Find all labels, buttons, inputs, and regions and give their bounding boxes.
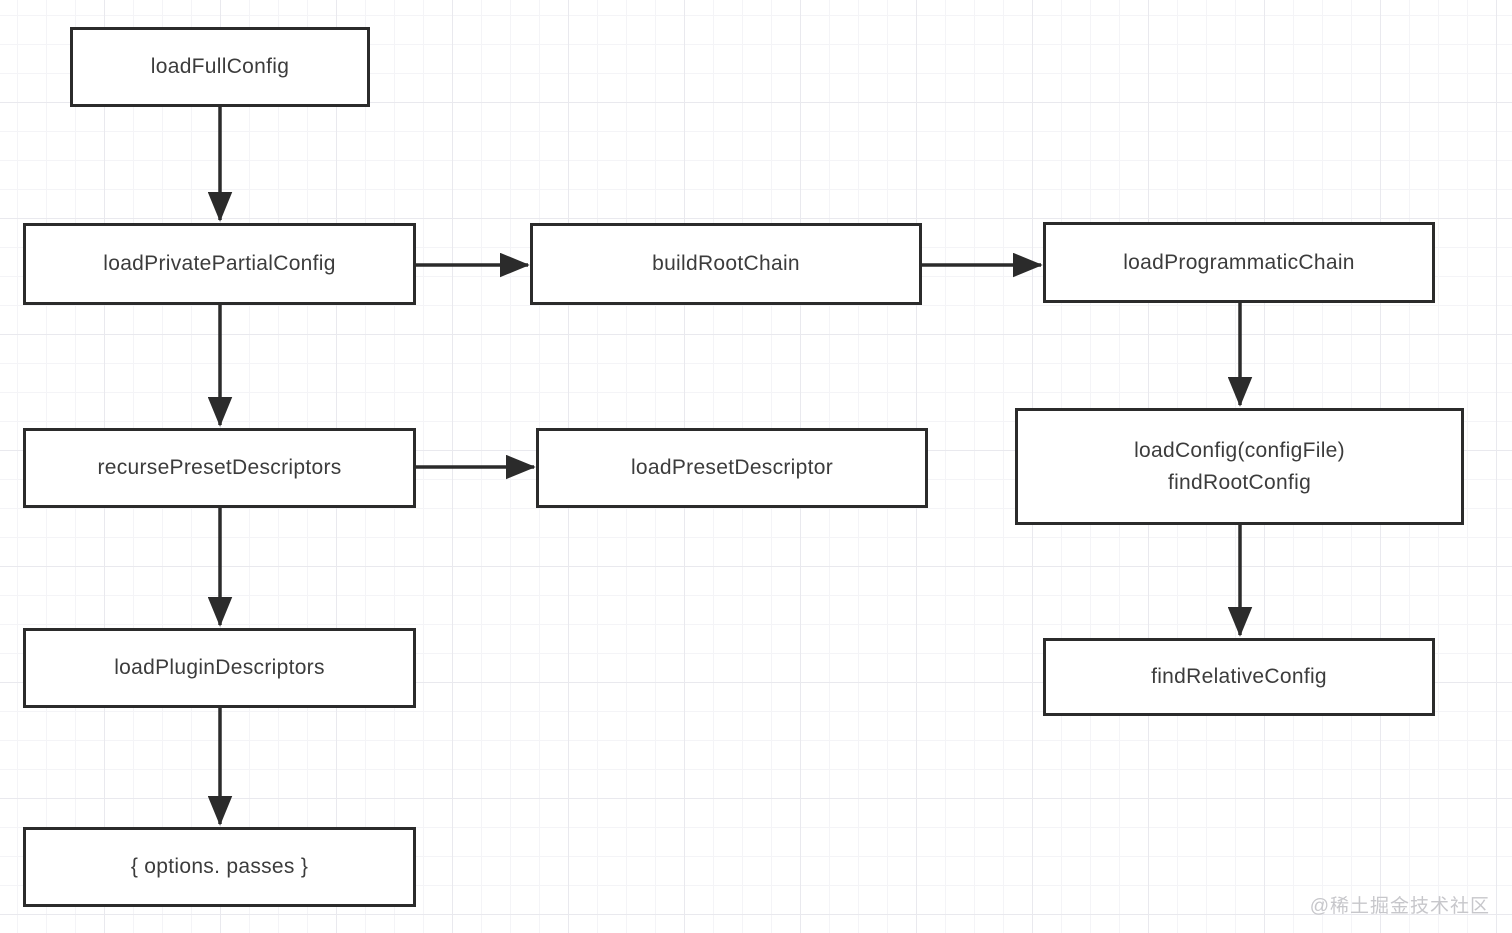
flow-node-buildRootChain: buildRootChain: [530, 223, 922, 305]
flow-node-loadProgrammaticChain: loadProgrammaticChain: [1043, 222, 1435, 303]
watermark: @稀土掘金技术社区: [1309, 896, 1490, 917]
flow-node-label: loadPresetDescriptor: [630, 456, 834, 480]
flow-node-label: findRelativeConfig: [1151, 665, 1327, 689]
flow-node-label: { options. passes }: [130, 855, 309, 879]
flow-node-loadPrivatePartialConfig: loadPrivatePartialConfig: [23, 223, 416, 305]
flow-node-loadPluginDescriptors: loadPluginDescriptors: [23, 628, 416, 708]
flow-node-findRelativeConfig: findRelativeConfig: [1043, 638, 1435, 716]
flow-node-label: findRootConfig: [1167, 470, 1312, 494]
flow-node-recursePresetDescriptors: recursePresetDescriptors: [23, 428, 416, 508]
flow-node-optionsPasses: { options. passes }: [23, 827, 416, 907]
flow-node-label: recursePresetDescriptors: [97, 456, 342, 480]
flow-node-label: loadConfig(configFile): [1134, 439, 1345, 462]
flow-node-loadConfigFindRootConfig: loadConfig(configFile) findRootConfig: [1015, 408, 1464, 525]
flow-node-label: buildRootChain: [652, 252, 800, 276]
flow-node-loadFullConfig: loadFullConfig: [70, 27, 370, 107]
flow-node-label: loadPluginDescriptors: [114, 656, 325, 680]
flow-node-label: loadFullConfig: [150, 55, 290, 79]
flow-node-loadPresetDescriptor: loadPresetDescriptor: [536, 428, 928, 508]
flow-node-label: loadProgrammaticChain: [1123, 250, 1355, 274]
flow-node-label: loadPrivatePartialConfig: [103, 252, 336, 276]
